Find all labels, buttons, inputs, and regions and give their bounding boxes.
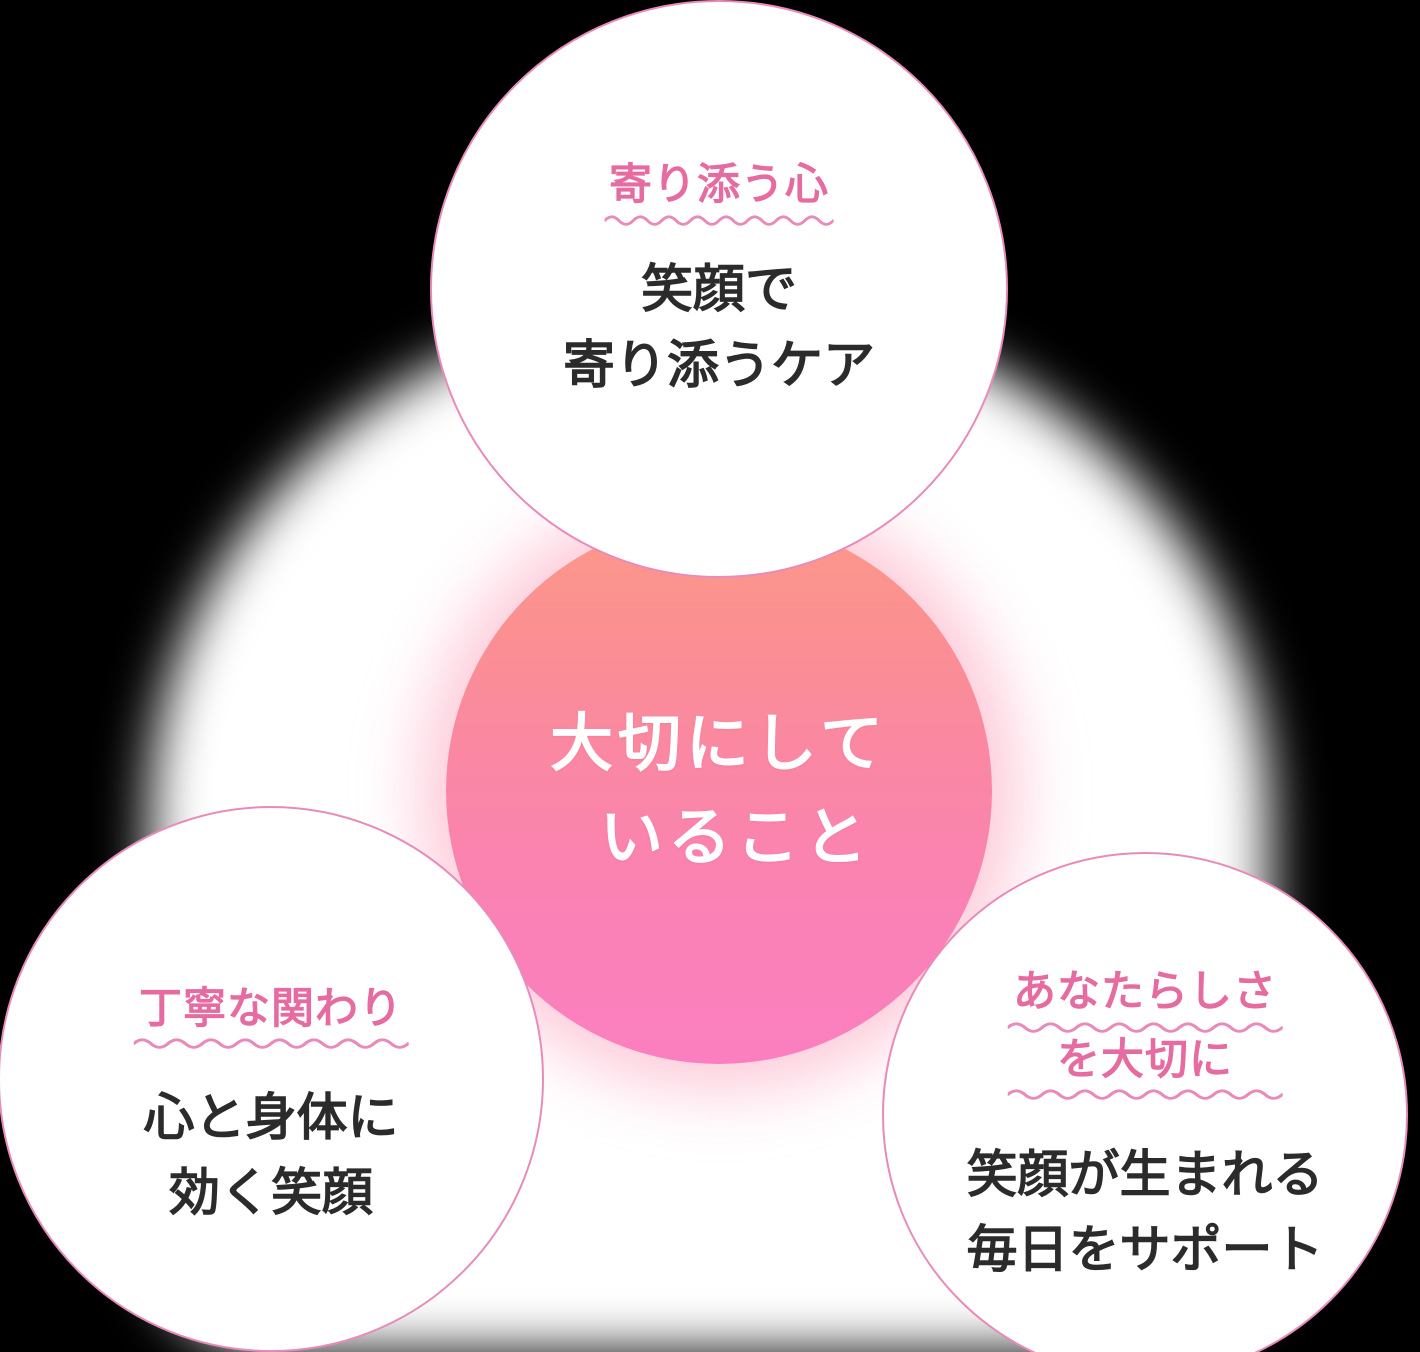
center-circle: 大切にして いること [446, 518, 992, 1064]
bubble-bottom-left-body: 心と身体に 効く笑顔 [143, 1082, 398, 1231]
bubble-bottom-right-heading-line-2: を大切に [1007, 1034, 1283, 1103]
bubble-bottom-right-body-line-1: 笑顔が生まれる [966, 1146, 1324, 1206]
bubble-bottom-left-heading-text-1: 丁寧な関わり [139, 983, 403, 1034]
bubble-bottom-left-body-line-2: 効く笑顔 [168, 1163, 373, 1223]
center-text-line-1: 大切にして [549, 706, 889, 780]
wavy-underline-icon [1007, 1089, 1283, 1100]
bubble-top-body-line-1: 笑顔で [640, 259, 797, 320]
bubble-top-heading: 寄り添う心 [604, 160, 834, 231]
bubble-bottom-right-heading-line-1: あなたらしさ [1007, 966, 1283, 1035]
bubble-bottom-left-heading-line-1: 丁寧な関わり [133, 983, 409, 1052]
bubble-top-body: 笑顔で 寄り添うケア [563, 253, 875, 405]
bubble-top-body-line-2: 寄り添うケア [562, 335, 875, 396]
wavy-underline-icon [133, 1038, 409, 1050]
bubble-bottom-right[interactable]: あなたらしさ を大切に 笑顔が生まれる 毎日をサポート [882, 852, 1408, 1352]
bubble-top-heading-text-1: 寄り添う心 [609, 160, 829, 211]
center-text-line-2: いること [600, 801, 872, 874]
bubble-bottom-right-heading: あなたらしさ を大切に [1007, 966, 1283, 1105]
wavy-underline-icon [1007, 1021, 1283, 1033]
bubble-top[interactable]: 寄り添う心 笑顔で 寄り添うケア [430, 0, 1008, 578]
bubble-bottom-right-body: 笑顔が生まれる 毎日をサポート [966, 1139, 1323, 1288]
center-circle-text: 大切にして いること [550, 697, 888, 886]
bubble-bottom-left[interactable]: 丁寧な関わり 心と身体に 効く笑顔 [0, 806, 544, 1352]
wavy-underline-icon [604, 215, 834, 226]
bubble-bottom-right-heading-text-2: を大切に [1057, 1034, 1233, 1085]
bubble-bottom-right-heading-text-1: あなたらしさ [1013, 966, 1277, 1017]
bubble-bottom-right-body-line-2: 毎日をサポート [966, 1220, 1324, 1280]
bubble-bottom-left-body-line-1: 心と身体に [143, 1089, 399, 1149]
bubble-bottom-left-heading: 丁寧な関わり [133, 983, 409, 1055]
bubble-top-heading-line-1: 寄り添う心 [604, 160, 834, 228]
